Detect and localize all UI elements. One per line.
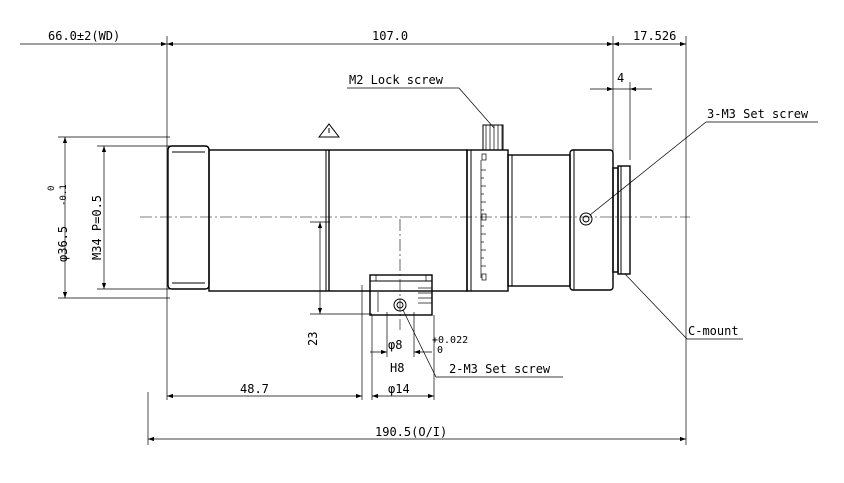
dim-front-tolerance-lower: -0.1	[59, 184, 69, 206]
dim-front-tolerance-upper: 0	[47, 186, 57, 191]
set-screw-side-icon	[579, 212, 593, 226]
dim-flange-back: 17.526	[633, 29, 676, 43]
dim-lens-length: 107.0	[372, 29, 408, 43]
dim-pin-fit: H8	[390, 361, 404, 375]
lens-barrel	[208, 149, 468, 292]
leader-lines	[347, 87, 818, 378]
dim-bracket-width: φ14	[388, 382, 410, 396]
center-lines	[140, 216, 690, 330]
dim-bracket-position: 48.7	[240, 382, 269, 396]
bracket-body	[369, 274, 433, 316]
extension-lines	[58, 36, 687, 445]
dim-filter-thread: M34 P=0.5	[90, 195, 104, 260]
dimension-lines	[20, 41, 686, 442]
lens-body	[167, 145, 631, 292]
callout-lock-screw: M2 Lock screw	[349, 73, 444, 87]
set-screw-bottom-icon	[393, 298, 407, 312]
mounting-bracket	[369, 274, 433, 316]
rear-barrel	[507, 154, 571, 287]
dim-mount-step: 4	[617, 71, 624, 85]
callout-set-screw-side: 3-M3 Set screw	[707, 107, 809, 121]
dim-front-diameter: φ36.5	[56, 226, 70, 262]
callout-labels: M2 Lock screw 3-M3 Set screw C-mount 2-M…	[349, 73, 809, 376]
focus-ring	[466, 149, 509, 292]
callout-mount: C-mount	[688, 324, 739, 338]
dim-bracket-height: 23	[306, 332, 320, 346]
c-mount-thread	[617, 165, 631, 275]
lens-front-hood	[167, 145, 210, 290]
dimension-texts: 66.0±2(WD) 107.0 17.526 4 φ36.5 0 -0.1 M…	[47, 29, 676, 439]
focus-scale	[480, 153, 487, 281]
callout-set-screw-bottom: 2-M3 Set screw	[449, 362, 551, 376]
dim-pin-diameter: φ8	[388, 338, 402, 352]
lock-screw-knob-icon	[482, 124, 504, 151]
dim-working-distance: 66.0±2(WD)	[48, 29, 120, 43]
dim-pin-tolerance-upper: +0.022	[432, 335, 468, 346]
caution-triangle-icon	[317, 123, 341, 138]
dim-overall-length: 190.5(O/I)	[375, 425, 447, 439]
dim-pin-tolerance-lower: 0	[437, 345, 443, 356]
mount-flange	[612, 167, 619, 273]
